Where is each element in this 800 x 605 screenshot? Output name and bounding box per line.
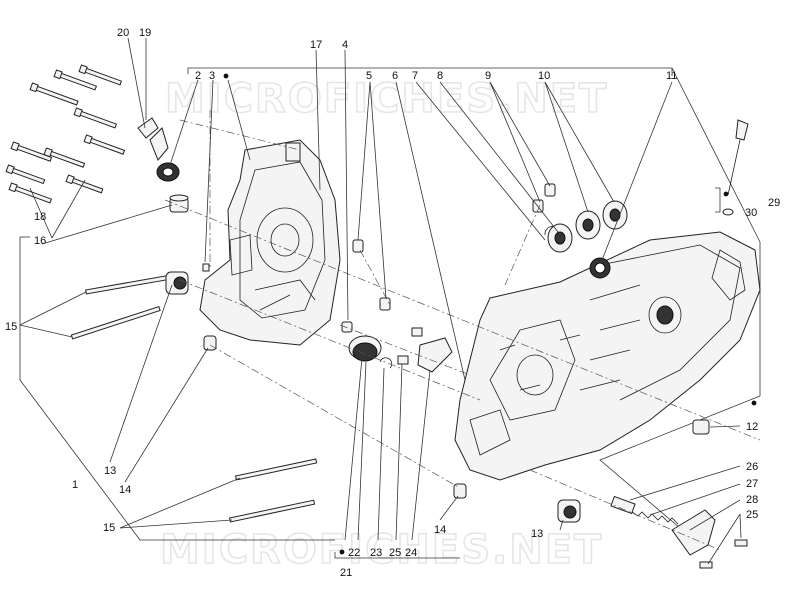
callout-15-top: 15 bbox=[5, 321, 17, 333]
callout-25-right: 25 bbox=[746, 509, 758, 521]
callout-labels: 20 19 2 3 17 4 5 6 7 8 9 10 11 29 30 18 … bbox=[5, 27, 780, 579]
bush-16 bbox=[169, 194, 189, 213]
bearing-set bbox=[532, 183, 628, 279]
callout-18: 18 bbox=[34, 211, 46, 223]
callout-10: 10 bbox=[538, 70, 550, 82]
bush-12 bbox=[692, 419, 710, 435]
watermark-bottom: MICROFICHES.NET bbox=[160, 527, 603, 573]
callout-17: 17 bbox=[310, 39, 322, 51]
callout-2: 2 bbox=[195, 70, 201, 82]
callout-11: 11 bbox=[666, 70, 677, 82]
callout-13-left: 13 bbox=[104, 465, 116, 477]
bush-14-left bbox=[203, 335, 217, 351]
marker-dot bbox=[723, 191, 729, 197]
watermark-top: MICROFICHES.NET bbox=[165, 76, 608, 122]
assembly-axes bbox=[164, 110, 761, 551]
breather-fitting-19-20 bbox=[137, 117, 180, 182]
callout-27: 27 bbox=[746, 478, 758, 490]
callout-14-right: 14 bbox=[434, 524, 446, 536]
callout-29: 29 bbox=[768, 197, 780, 209]
callout-20: 20 bbox=[117, 27, 129, 39]
callout-13-right: 13 bbox=[531, 528, 543, 540]
group-bracket-lines bbox=[19, 67, 761, 559]
callout-15-bottom: 15 bbox=[103, 522, 115, 534]
dowel-pin-4 bbox=[341, 321, 353, 333]
pin-3 bbox=[202, 263, 210, 272]
callout-1: 1 bbox=[72, 479, 78, 491]
silent-block-13-right bbox=[557, 499, 581, 523]
callout-5: 5 bbox=[366, 70, 372, 82]
callout-28: 28 bbox=[746, 494, 758, 506]
oil-filter-assembly-22-24 bbox=[348, 327, 453, 373]
dowel-pin-5a bbox=[352, 239, 364, 253]
callout-25-mid: 25 bbox=[389, 547, 401, 559]
bolt-set-18 bbox=[5, 64, 126, 204]
marker-dot bbox=[751, 400, 757, 406]
dipstick-29-30 bbox=[722, 119, 749, 216]
bush-14-right bbox=[453, 483, 467, 499]
stud-set-15 bbox=[70, 275, 318, 523]
dowel-pin-5b bbox=[379, 297, 391, 311]
callout-21: 21 bbox=[340, 567, 352, 579]
callout-19: 19 bbox=[139, 27, 151, 39]
callout-9: 9 bbox=[485, 70, 491, 82]
callout-22: 22 bbox=[348, 547, 360, 559]
callout-4: 4 bbox=[342, 39, 348, 51]
callout-14-left: 14 bbox=[119, 484, 131, 496]
leader-lines bbox=[19, 37, 742, 565]
callout-7: 7 bbox=[412, 70, 418, 82]
silent-block-13-left bbox=[165, 271, 189, 295]
callout-12: 12 bbox=[746, 421, 758, 433]
callout-24: 24 bbox=[405, 547, 417, 559]
callout-16: 16 bbox=[34, 235, 46, 247]
tensioner-assembly-25-28 bbox=[610, 495, 748, 569]
crankcase-right-half bbox=[454, 231, 761, 481]
callout-23: 23 bbox=[370, 547, 382, 559]
callout-3: 3 bbox=[209, 70, 215, 82]
callout-30: 30 bbox=[745, 207, 757, 219]
callout-8: 8 bbox=[437, 70, 443, 82]
callout-6: 6 bbox=[392, 70, 398, 82]
marker-dot bbox=[223, 73, 229, 79]
marker-dot bbox=[339, 549, 345, 555]
callout-26: 26 bbox=[746, 461, 758, 473]
